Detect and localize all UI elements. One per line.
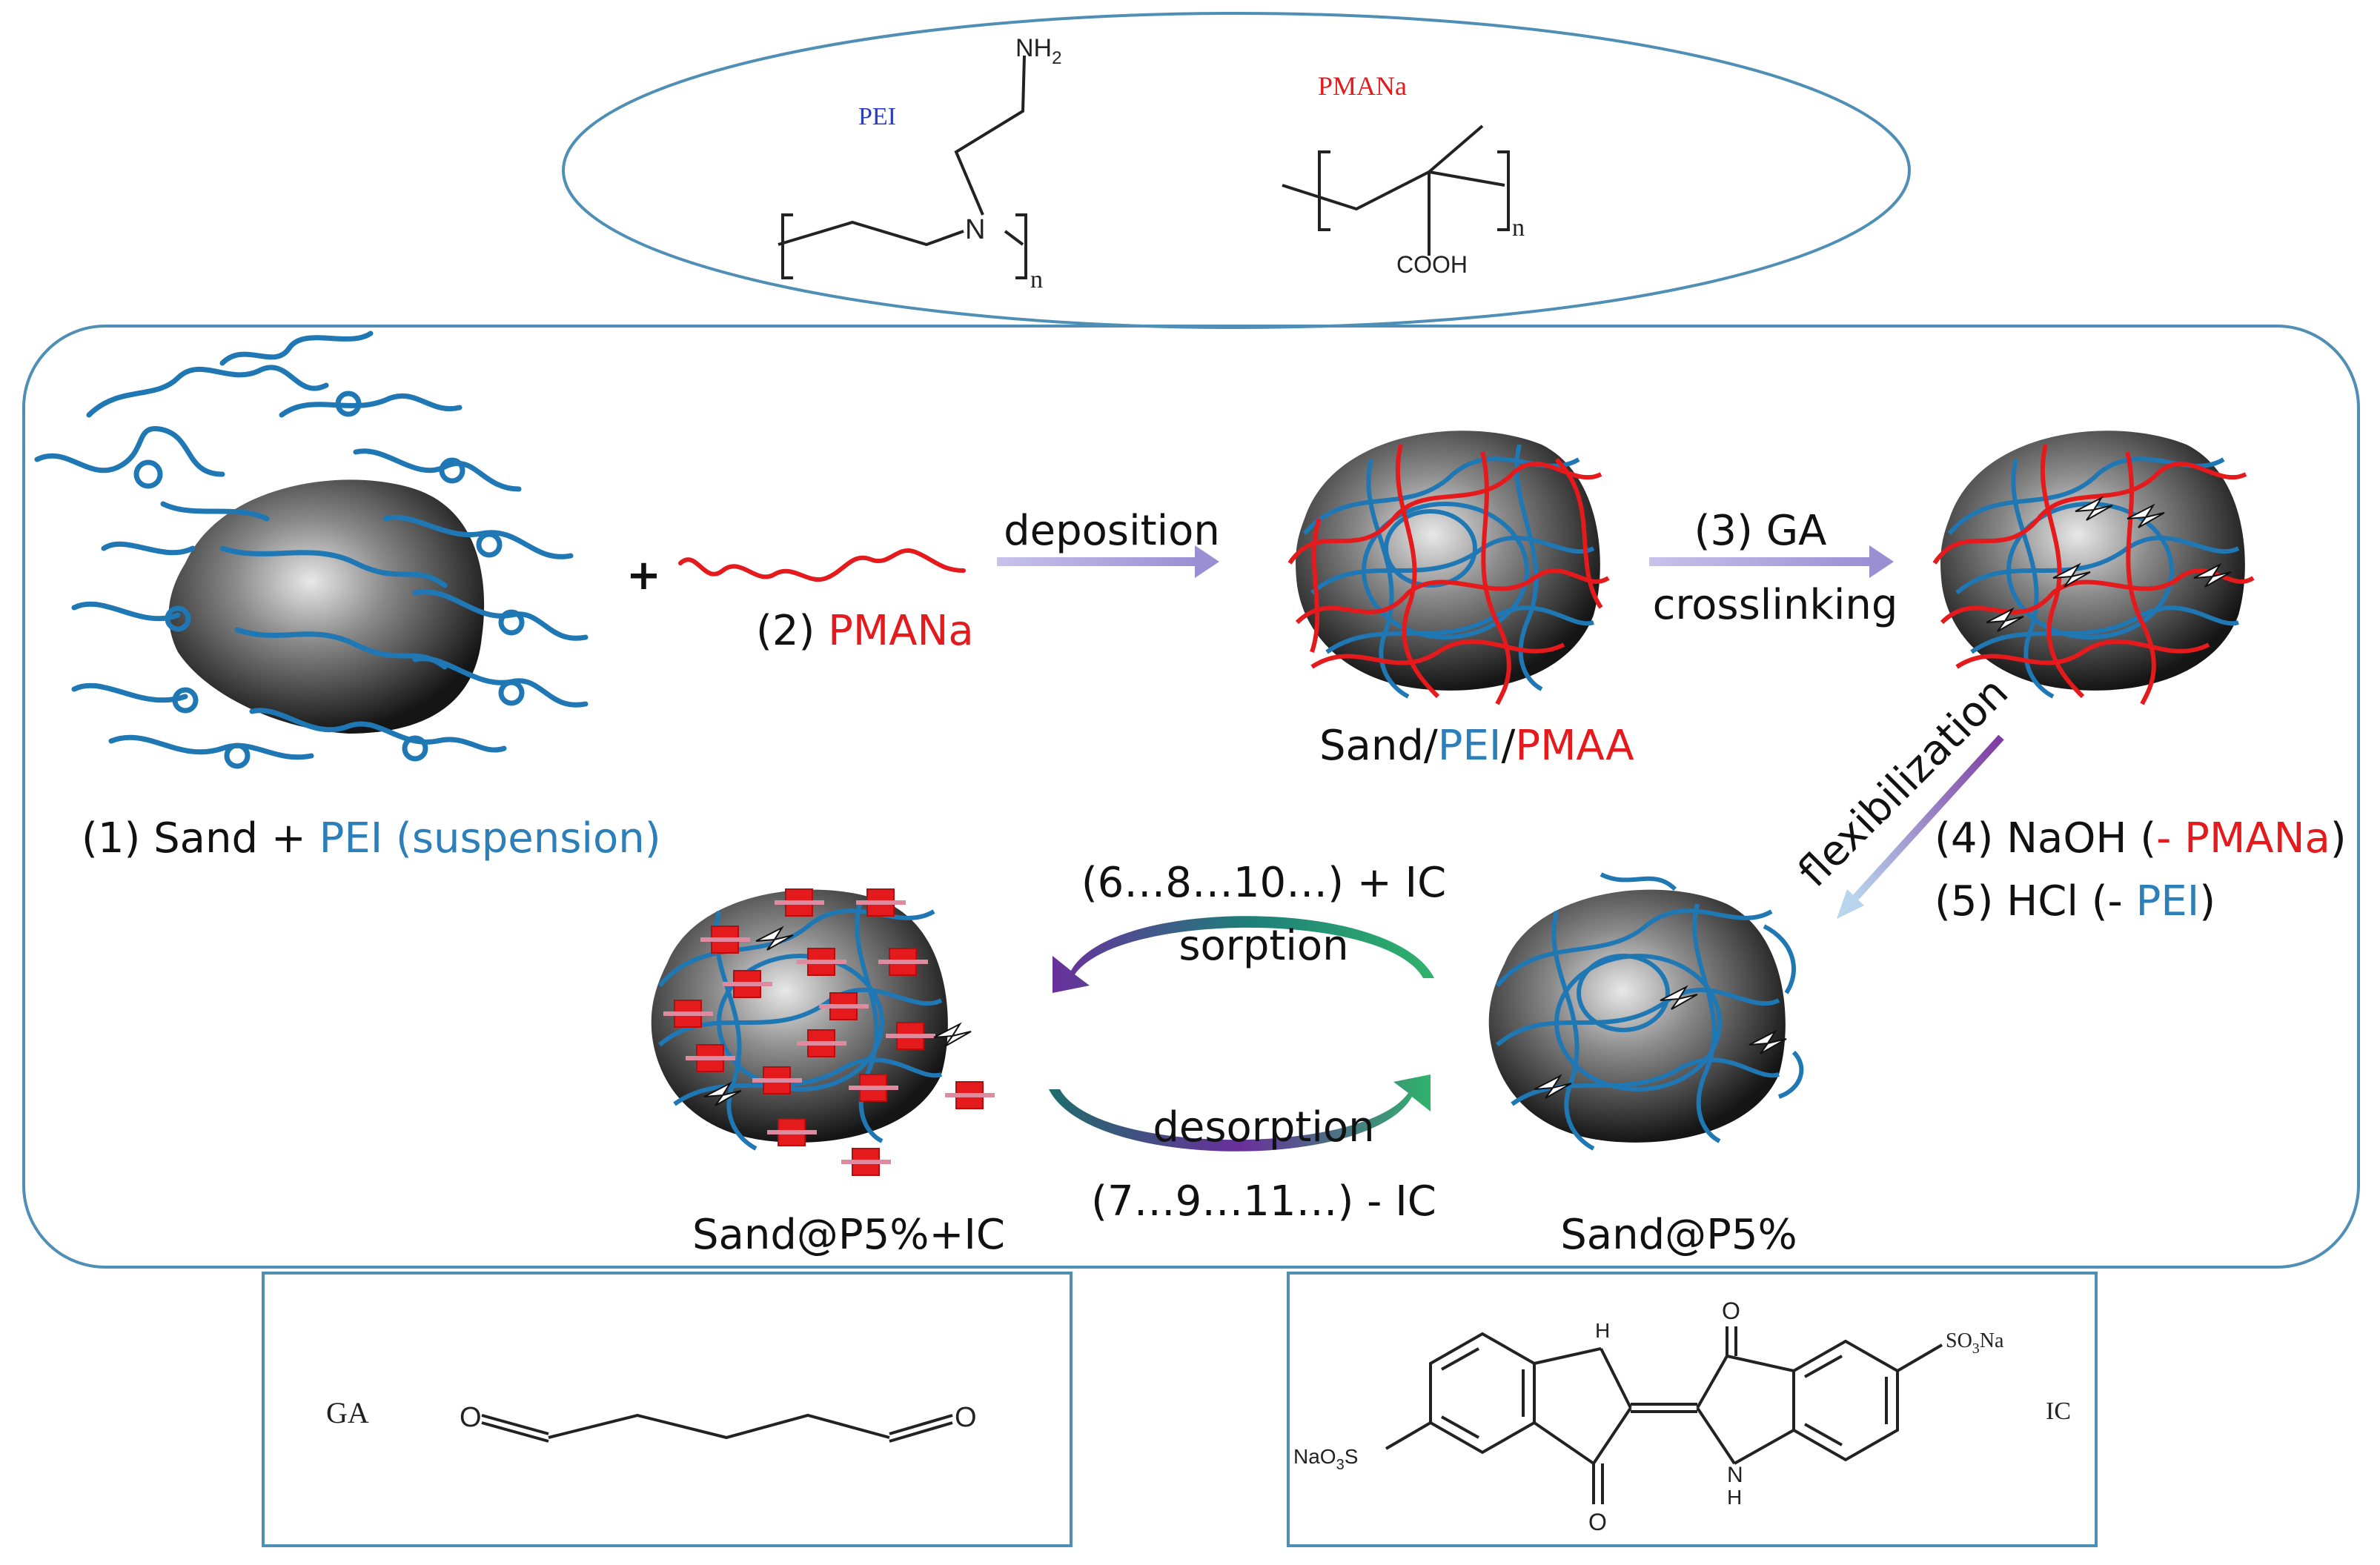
step2-label: (2) PMANa [756,607,974,655]
step3-line1: (3) GA [1694,507,1827,555]
so3na-left-tail: S [1345,1445,1359,1468]
step4-label: (4) NaOH (- PMANa) [1935,814,2347,863]
pmana-name: PMANa [1318,71,1407,101]
ic-o-top: O [1722,1297,1740,1324]
nh2-label: NH2 [1015,34,1061,68]
step5-label: (5) HCl (- PEI) [1935,877,2215,926]
ga-o-left: O [460,1402,482,1433]
product-pmaa: PMAA [1515,722,1634,770]
desorption-arrow [1049,1074,1431,1152]
ic-nh-bottom-n: N [1727,1463,1743,1487]
flexibilization-arrow [1837,734,2004,919]
ic-name: IC [2046,1398,2071,1425]
step5-pei: PEI [2136,877,2200,926]
pmana-cooh: COOH [1396,251,1468,278]
top-ellipse-frame [562,12,1911,329]
product-slash: / [1501,722,1515,770]
step4-pmana: - PMANa [2156,814,2330,863]
step5-suffix: ) [2199,877,2215,926]
ic-so3na-right: SO3Na [1946,1329,2004,1357]
sand-p5-ic-label: Sand@P5%+IC [692,1211,1005,1259]
step2-pmana: PMANa [828,607,974,655]
step1-pei: PEI (suspension) [319,814,661,863]
pei-n-subscript: n [1030,266,1043,293]
pei-name: PEI [858,103,896,130]
sorption-line1: (6…8…10…) + IC [1081,859,1446,907]
step3-line2: crosslinking [1653,581,1898,629]
top-structures-panel: PEI NH2 N n PMANa n COOH [562,12,1911,329]
sand-p5-label: Sand@P5% [1560,1211,1797,1259]
sand-p5-ic-particle [651,888,995,1176]
nh2-sub: 2 [1052,48,1061,68]
ic-o-bottom: O [1588,1509,1607,1535]
sand-pei-pmaa-label: Sand/PEI/PMAA [1319,722,1634,770]
product-pei: PEI [1438,722,1502,770]
pei-chains-free [34,330,589,769]
ga-name: GA [326,1396,369,1429]
so3na-right-main: SO [1946,1329,1972,1352]
main-process-frame [22,325,2360,1269]
so3na-right-tail: Na [1980,1329,2004,1352]
step4-suffix: ) [2330,814,2347,863]
ic-nh-top-h: H [1595,1319,1610,1342]
sorption-line2: sorption [1179,922,1348,970]
ga-frame [262,1272,1073,1547]
crosslinking-arrow [1649,545,1894,578]
ic-so3na-left: NaO3S [1293,1445,1358,1473]
so3na-right-sub: 3 [1972,1340,1980,1357]
pmana-n-subscript: n [1512,214,1525,242]
nh2-main: NH [1015,34,1052,62]
desorption-line1: desorption [1153,1103,1374,1152]
step4-prefix: (4) NaOH ( [1935,814,2156,863]
pmana-chain [678,548,966,582]
step1-prefix: (1) Sand + [82,814,319,863]
desorption-line2: (7…9…11…) - IC [1091,1177,1436,1226]
ic-molecules [663,888,995,1176]
ga-structure-panel: GA O O [262,1272,1073,1547]
sorption-arrow [1053,916,1434,993]
sand-p5-particle [1488,872,1804,1151]
pei-n-atom: N [965,214,985,245]
ga-o-right: O [955,1402,977,1433]
ic-structure-panel: O O H N H NaO3S SO3Na IC [1287,1272,2098,1547]
plus-sign: + [626,551,661,599]
deposition-arrow [997,545,1219,578]
sand-pei-pmaa-particle [1287,431,1610,705]
step2-prefix: (2) [756,607,828,655]
so3na-left-sub: 3 [1336,1457,1345,1473]
ic-nh-bottom-h: H [1727,1486,1742,1509]
pmana-structure [1282,124,1510,256]
step1-label: (1) Sand + PEI (suspension) [82,814,661,863]
step5-prefix: (5) HCl (- [1935,877,2136,926]
product-sand: Sand/ [1319,722,1438,770]
deposition-label: deposition [1004,507,1220,555]
pei-structure [778,55,1027,279]
so3na-left-main: NaO [1293,1445,1336,1468]
sand-grain-1 [168,479,485,734]
sand-pei-particle [34,330,589,769]
crosslinked-particle [1932,431,2255,705]
ic-frame [1287,1272,2098,1547]
